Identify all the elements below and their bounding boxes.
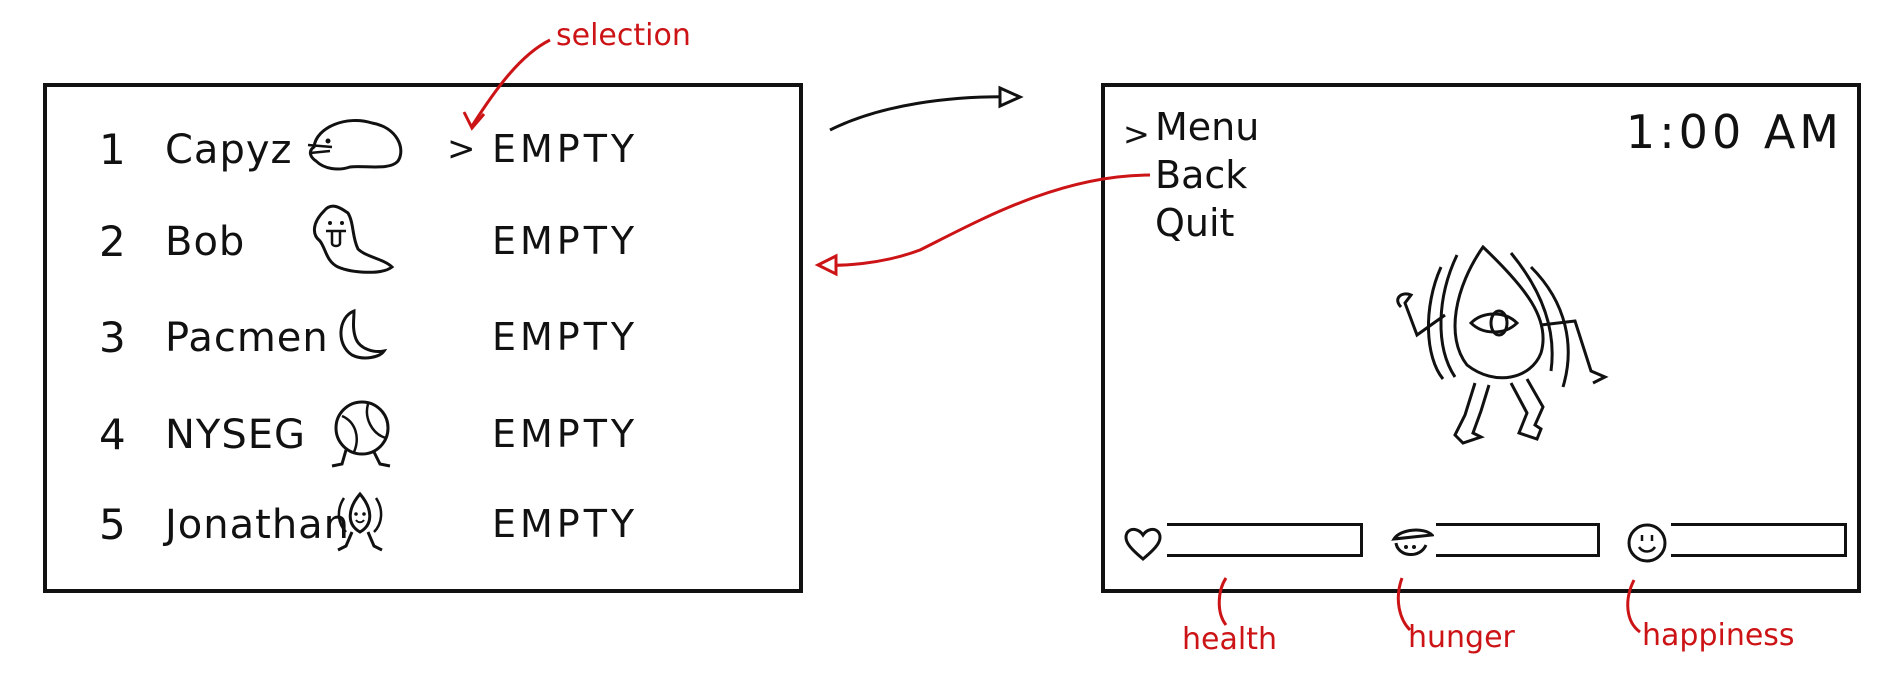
hunger-annotation: hunger [1408,620,1515,655]
slot-number: 2 [99,217,126,266]
back-arrowhead [814,253,838,277]
save-slot-3[interactable]: 3 Pacmen EMPTY [47,305,799,375]
health-bar [1167,523,1363,557]
hunger-stat [1390,519,1600,567]
slot-name: NYSEG [165,412,307,458]
slot-name: Capyz [165,127,293,173]
slot-number: 5 [99,500,126,549]
happiness-stat [1625,519,1847,567]
menu-item-back[interactable]: Back [1155,153,1248,197]
happiness-bar [1671,523,1847,557]
flame-creature-sprite-icon [337,491,383,552]
pet-creature-sprite [1396,244,1609,445]
menu-item-menu[interactable]: Menu [1155,105,1260,149]
save-slot-5[interactable]: 5 Jonathan EMPTY [47,491,799,562]
menu-cursor: > [1123,115,1150,153]
slot-name: Jonathan [165,502,351,548]
save-slot-2[interactable]: 2 Bob EMPTY [47,204,799,279]
health-annotation: health [1182,622,1277,657]
game-clock: 1:00 AM [1625,105,1843,159]
save-slot-4[interactable]: 4 NYSEG EMPTY [47,400,799,472]
menu-item-quit[interactable]: Quit [1155,201,1235,245]
ball-creature-sprite-icon [331,400,391,468]
slot-name: Bob [165,219,246,265]
happiness-annotation: happiness [1642,618,1795,653]
save-slot-1[interactable]: 1 Capyz > EMPTY [47,117,799,187]
ghost-sprite-icon [313,204,395,274]
happiness-bar-fill [1671,526,1844,554]
smiley-icon [1627,523,1667,563]
slot-name: Pacmen [165,315,329,361]
selection-annotation: selection [556,18,691,53]
save-slot-panel: 1 Capyz > EMPTY 2 Bob EMPTY 3 Pacmen EMP… [43,83,803,593]
game-screen-panel: > Menu Back Quit 1:00 AM [1101,83,1861,593]
health-stat [1121,519,1371,567]
slot-number: 1 [99,125,126,174]
selection-cursor: > [447,129,476,169]
slot-number: 3 [99,313,126,362]
slot-number: 4 [99,410,126,459]
capybara-sprite-icon [307,119,403,171]
health-bar-fill [1167,526,1360,554]
slot-status: EMPTY [492,315,639,359]
hamburger-icon [1391,528,1434,556]
slot-status: EMPTY [492,412,639,456]
slot-status: EMPTY [492,502,639,546]
slot-status: EMPTY [492,219,639,263]
hunger-bar [1436,523,1600,557]
heart-icon [1124,527,1162,561]
crescent-sprite-icon [339,308,388,360]
transition-arrow [829,95,1021,132]
slot-status: EMPTY [492,127,639,171]
hunger-bar-fill [1436,526,1597,554]
transition-arrowhead [998,85,1024,109]
